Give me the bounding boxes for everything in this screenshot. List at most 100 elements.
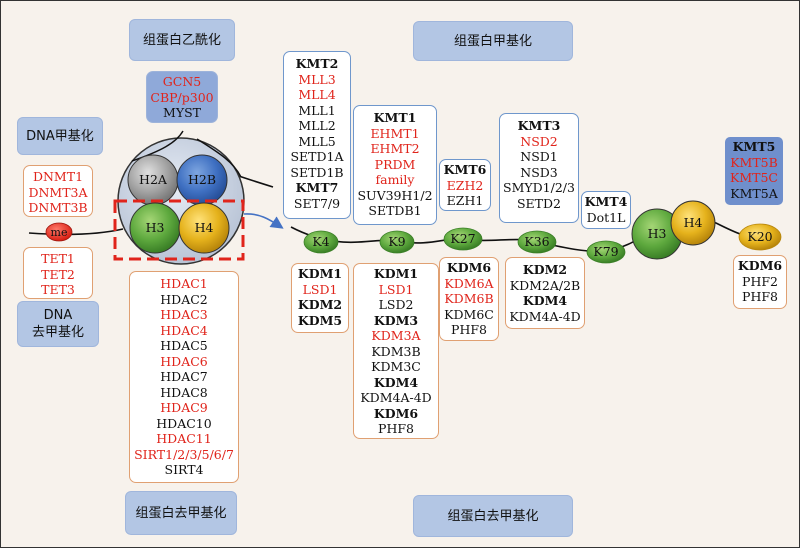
dna-demethylation-line1: DNA: [43, 308, 73, 323]
enzyme-name: KMT7: [295, 180, 339, 195]
enzyme-name: KMT4: [584, 194, 628, 209]
histone-h4: [178, 202, 230, 254]
site-k36: [517, 230, 557, 254]
enzyme-name: SUV39H1/2: [357, 187, 433, 203]
enzyme-name: HDAC3: [160, 307, 208, 322]
enzyme-name: LSD2: [378, 297, 414, 312]
enzyme-name: EZH1: [446, 193, 484, 208]
enzyme-name: SETD1A: [290, 149, 344, 164]
enzyme-name: HDAC2: [160, 291, 208, 307]
enzyme-name: NSD3: [520, 164, 558, 180]
enzyme-name: KMT6: [443, 162, 487, 177]
enzyme-name: EHMT2: [370, 141, 420, 156]
enzyme-name: HDAC11: [156, 431, 212, 446]
enzyme-name: HDAC7: [160, 369, 208, 384]
enzyme-name: KDM3: [373, 312, 419, 328]
enzyme-name: MYST: [163, 105, 201, 120]
enzyme-name: HDAC5: [160, 338, 208, 353]
site-k79: [586, 240, 626, 264]
enzyme-name: HDAC4: [160, 322, 208, 338]
site-k9: [379, 230, 415, 254]
enzyme-name: HDAC1: [160, 276, 208, 291]
site-k4-label: K4: [312, 234, 329, 249]
me-label: me: [51, 226, 68, 239]
enzyme-name: HDAC6: [160, 353, 208, 369]
enzyme-name: KDM6C: [444, 306, 494, 322]
enzyme-name: KMT3: [517, 118, 561, 133]
enzyme-name: SMYD1/2/3: [503, 180, 575, 195]
enzyme-name: family: [375, 172, 415, 187]
enzyme-name: KDM4A-4D: [360, 390, 432, 405]
h3-label: H3: [146, 220, 165, 235]
enzyme-name: MLL2: [298, 118, 336, 133]
enzyme-name: PRDM: [374, 156, 416, 172]
enzyme-name: KDM2: [522, 262, 568, 277]
enzyme-name: HDAC9: [160, 400, 208, 415]
enzyme-name: MLL3: [298, 71, 336, 87]
enzyme-name: KDM4A-4D: [509, 308, 581, 324]
enzyme-name: KDM6: [737, 258, 783, 273]
site-k27: [443, 227, 483, 251]
site-k20: [738, 223, 782, 251]
enzyme-name: EHMT1: [370, 125, 420, 141]
enzyme-name: KDM1: [297, 266, 343, 281]
tail-h4-label: H4: [684, 215, 703, 230]
enzyme-name: KMT5A: [730, 185, 778, 201]
enzyme-name: SETD1B: [290, 164, 344, 180]
enzyme-name: KDM5: [297, 312, 343, 328]
enzyme-name: KDM2: [297, 297, 343, 312]
enzyme-name: KDM6A: [444, 275, 494, 291]
enzyme-name: KDM4: [373, 374, 419, 390]
header-histone-demethylation-left: 组蛋白去甲基化: [125, 491, 237, 535]
enzyme-name: KDM6: [446, 260, 492, 275]
enzyme-name: MLL4: [298, 87, 336, 102]
dna-strand-left: [28, 228, 124, 236]
enzyme-name: KMT5B: [730, 154, 778, 170]
h2b-label: H2B: [188, 172, 216, 187]
header-methylation: 组蛋白甲基化: [413, 21, 573, 61]
enzyme-name: TET1: [41, 251, 75, 266]
enzyme-name: GCN5: [162, 74, 202, 89]
site-k9-label: K9: [388, 234, 405, 249]
enzyme-name: KMT2: [295, 56, 339, 71]
selection-highlight: [113, 199, 245, 261]
enzyme-name: HDAC8: [160, 384, 208, 400]
enzyme-name: TET2: [41, 266, 75, 282]
header-histone-demethylation-right: 组蛋白去甲基化: [413, 495, 573, 537]
enzyme-name: DNMT3A: [28, 184, 88, 200]
enzyme-name: DNMT3B: [28, 200, 88, 215]
enzyme-name: SET7/9: [293, 195, 341, 211]
enzyme-name: KDM6B: [444, 291, 494, 306]
site-k79-label: K79: [593, 244, 618, 259]
enzyme-name: MLL1: [298, 102, 336, 118]
enzyme-name: KDM1: [373, 266, 419, 281]
enzyme-name: EZH2: [446, 177, 484, 193]
site-k36-label: K36: [524, 234, 549, 249]
enzyme-name: KMT5C: [730, 170, 778, 185]
tail-h3-label: H3: [648, 226, 667, 241]
enzyme-name: KDM3B: [371, 343, 421, 359]
site-k4: [303, 230, 339, 254]
header-acetylation: 组蛋白乙酰化: [129, 19, 235, 61]
site-k20-label: K20: [747, 229, 772, 244]
enzyme-name: MLL5: [298, 133, 336, 149]
methyl-mark: [45, 222, 73, 242]
enzyme-name: KMT1: [373, 110, 417, 125]
enzyme-name: NSD2: [520, 133, 558, 149]
header-dna-demethylation: DNA 去甲基化: [17, 301, 99, 347]
zoom-arrow: [243, 213, 284, 229]
enzyme-name: KDM6: [373, 405, 419, 421]
enzyme-name: KDM2A/2B: [509, 277, 581, 293]
